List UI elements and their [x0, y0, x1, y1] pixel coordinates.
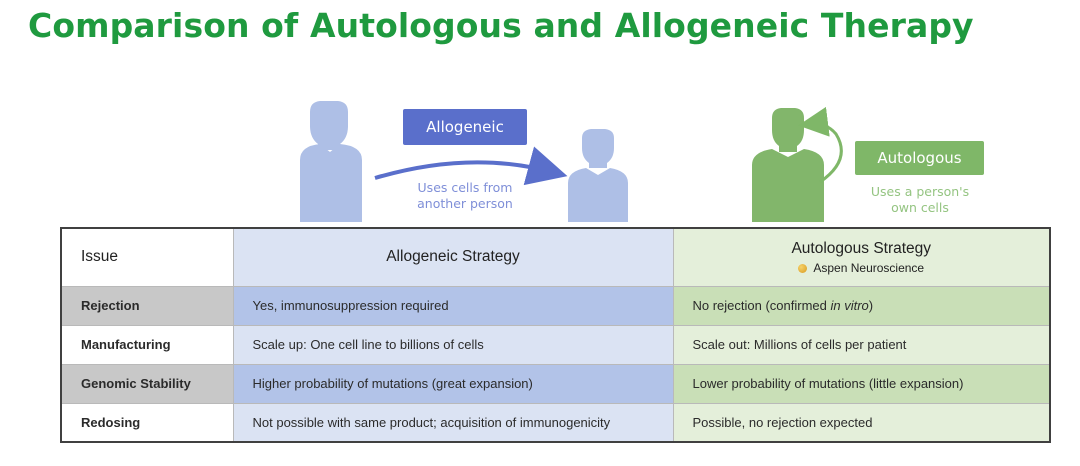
- person-donor-icon: [300, 101, 362, 222]
- header-autologous-sub: Aspen Neuroscience: [674, 261, 1050, 275]
- therapy-illustration: [300, 101, 843, 222]
- autologous-cell-post: ): [868, 298, 874, 313]
- allogeneic-caption: Uses cells from another person: [395, 180, 535, 212]
- header-autologous: Autologous Strategy Aspen Neuroscience: [672, 227, 1051, 287]
- table-row: Rejection Yes, immunosuppression require…: [60, 285, 1051, 326]
- comparison-table: Issue Allogeneic Strategy Autologous Str…: [60, 227, 1051, 443]
- issue-cell: Rejection: [60, 285, 234, 326]
- issue-cell: Redosing: [60, 402, 234, 443]
- autologous-cell: No rejection (confirmed in vitro): [672, 285, 1051, 326]
- person-self-icon: [752, 108, 824, 222]
- self-return-arrow-icon: [798, 106, 843, 184]
- autologous-caption-line1: Uses a person's: [870, 184, 970, 199]
- autologous-cell: Lower probability of mutations (little e…: [672, 363, 1051, 404]
- autologous-caption: Uses a person's own cells: [845, 184, 995, 216]
- allogeneic-cell: Higher probability of mutations (great e…: [232, 363, 674, 404]
- transfer-arrow-icon: [374, 146, 568, 186]
- header-autologous-sub-text: Aspen Neuroscience: [813, 260, 925, 275]
- header-allogeneic: Allogeneic Strategy: [232, 227, 674, 287]
- table-row: Redosing Not possible with same product;…: [60, 402, 1051, 443]
- allogeneic-caption-line2: another person: [417, 196, 513, 211]
- autologous-cell-pre: No rejection (confirmed: [692, 298, 831, 313]
- allogeneic-cell: Not possible with same product; acquisit…: [232, 402, 674, 443]
- autologous-caption-line2: own cells: [891, 200, 949, 215]
- autologous-cell: Scale out: Millions of cells per patient: [672, 324, 1051, 365]
- issue-cell: Manufacturing: [60, 324, 234, 365]
- table-row: Manufacturing Scale up: One cell line to…: [60, 324, 1051, 365]
- allogeneic-label: Allogeneic: [403, 109, 527, 145]
- autologous-cell-em: in vitro: [830, 298, 869, 313]
- issue-cell: Genomic Stability: [60, 363, 234, 404]
- allogeneic-caption-line1: Uses cells from: [417, 180, 513, 195]
- autologous-cell: Possible, no rejection expected: [672, 402, 1051, 443]
- aspen-logo-icon: [798, 263, 808, 273]
- allogeneic-cell: Scale up: One cell line to billions of c…: [232, 324, 674, 365]
- header-autologous-title: Autologous Strategy: [791, 239, 932, 257]
- table-header-row: Issue Allogeneic Strategy Autologous Str…: [60, 227, 1051, 287]
- person-recipient-icon: [568, 129, 628, 222]
- page-title: Comparison of Autologous and Allogeneic …: [28, 6, 974, 45]
- table-row: Genomic Stability Higher probability of …: [60, 363, 1051, 404]
- header-issue: Issue: [60, 227, 234, 287]
- allogeneic-cell: Yes, immunosuppression required: [232, 285, 674, 326]
- autologous-label: Autologous: [855, 141, 984, 175]
